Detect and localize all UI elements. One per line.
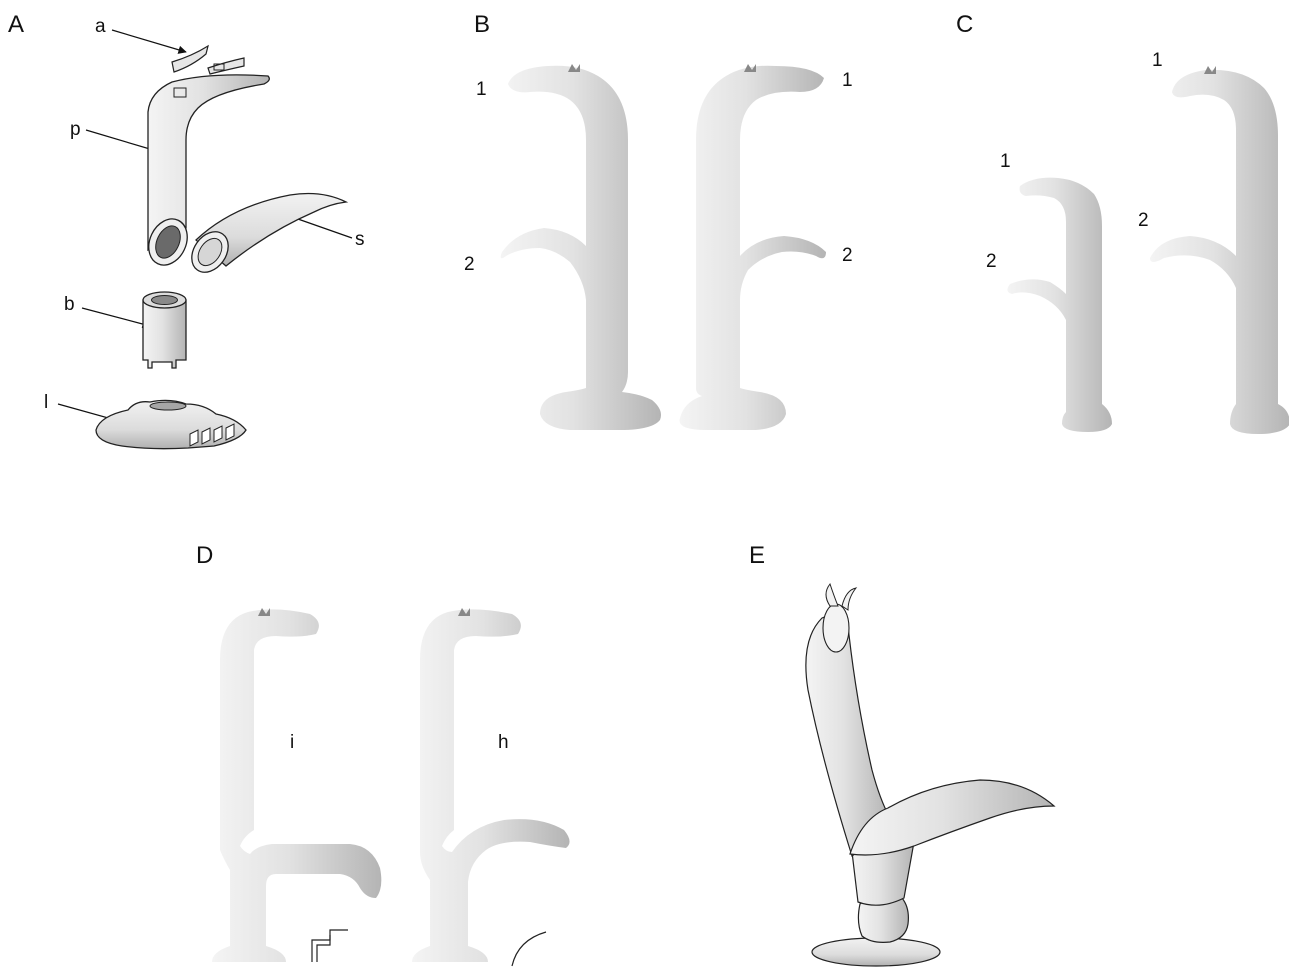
c-label-1-small: 1 bbox=[1000, 151, 1011, 172]
label-l: l bbox=[44, 392, 48, 413]
piece-b bbox=[143, 300, 186, 368]
d-h-body bbox=[412, 609, 570, 962]
d-arc-symbol bbox=[512, 932, 546, 966]
figure-b-right bbox=[680, 64, 826, 430]
arrow-b bbox=[82, 308, 150, 326]
e-tip-hook-left bbox=[826, 584, 838, 606]
b-label-1-left: 1 bbox=[476, 79, 487, 100]
panel-b: B 1 2 1 2 bbox=[464, 11, 853, 430]
label-p: p bbox=[70, 119, 81, 140]
piece-a-right bbox=[208, 58, 244, 74]
panel-a-letter: A bbox=[8, 11, 24, 38]
figure-b-left bbox=[501, 64, 661, 430]
e-horn-arm bbox=[850, 780, 1054, 855]
b-label-2-left: 2 bbox=[464, 254, 475, 275]
d-label-i: i bbox=[290, 732, 294, 753]
piece-l-hole bbox=[150, 402, 186, 410]
panel-d-letter: D bbox=[196, 542, 213, 569]
c-label-2-large: 2 bbox=[1138, 210, 1149, 231]
figure-d-h bbox=[412, 608, 570, 966]
c-small-body bbox=[1007, 178, 1112, 432]
figure-d-i bbox=[212, 608, 381, 962]
label-b: b bbox=[64, 294, 75, 315]
panel-b-letter: B bbox=[474, 11, 490, 38]
label-a: a bbox=[95, 16, 106, 37]
figure-c-small bbox=[1007, 178, 1112, 432]
e-tip-hook-right bbox=[842, 588, 856, 610]
e-tip-bulb bbox=[823, 604, 849, 652]
d-i-body bbox=[212, 609, 381, 962]
panel-c-letter: C bbox=[956, 11, 973, 38]
panel-e: E bbox=[749, 542, 1054, 966]
c-label-1-large: 1 bbox=[1152, 50, 1163, 71]
b-label-1-right: 1 bbox=[842, 70, 853, 91]
c-label-2-small: 2 bbox=[986, 251, 997, 272]
figure-c-large bbox=[1150, 66, 1289, 434]
c-large-body bbox=[1150, 70, 1289, 434]
d-label-h: h bbox=[498, 732, 509, 753]
panel-d: D i h bbox=[196, 542, 570, 966]
piece-b-hole bbox=[152, 296, 178, 305]
b-right-body bbox=[680, 66, 826, 430]
panel-e-letter: E bbox=[749, 542, 765, 569]
d-right-angle-inner bbox=[317, 935, 330, 962]
b-label-2-right: 2 bbox=[842, 245, 853, 266]
arrow-a bbox=[112, 30, 186, 52]
panel-c: C 1 2 1 2 bbox=[956, 11, 1289, 434]
panel-a: A a p s b l bbox=[8, 11, 365, 449]
c-large-notch bbox=[1204, 66, 1216, 74]
b-left-body bbox=[501, 66, 661, 430]
label-s: s bbox=[355, 229, 365, 250]
b-right-notch bbox=[744, 64, 756, 72]
